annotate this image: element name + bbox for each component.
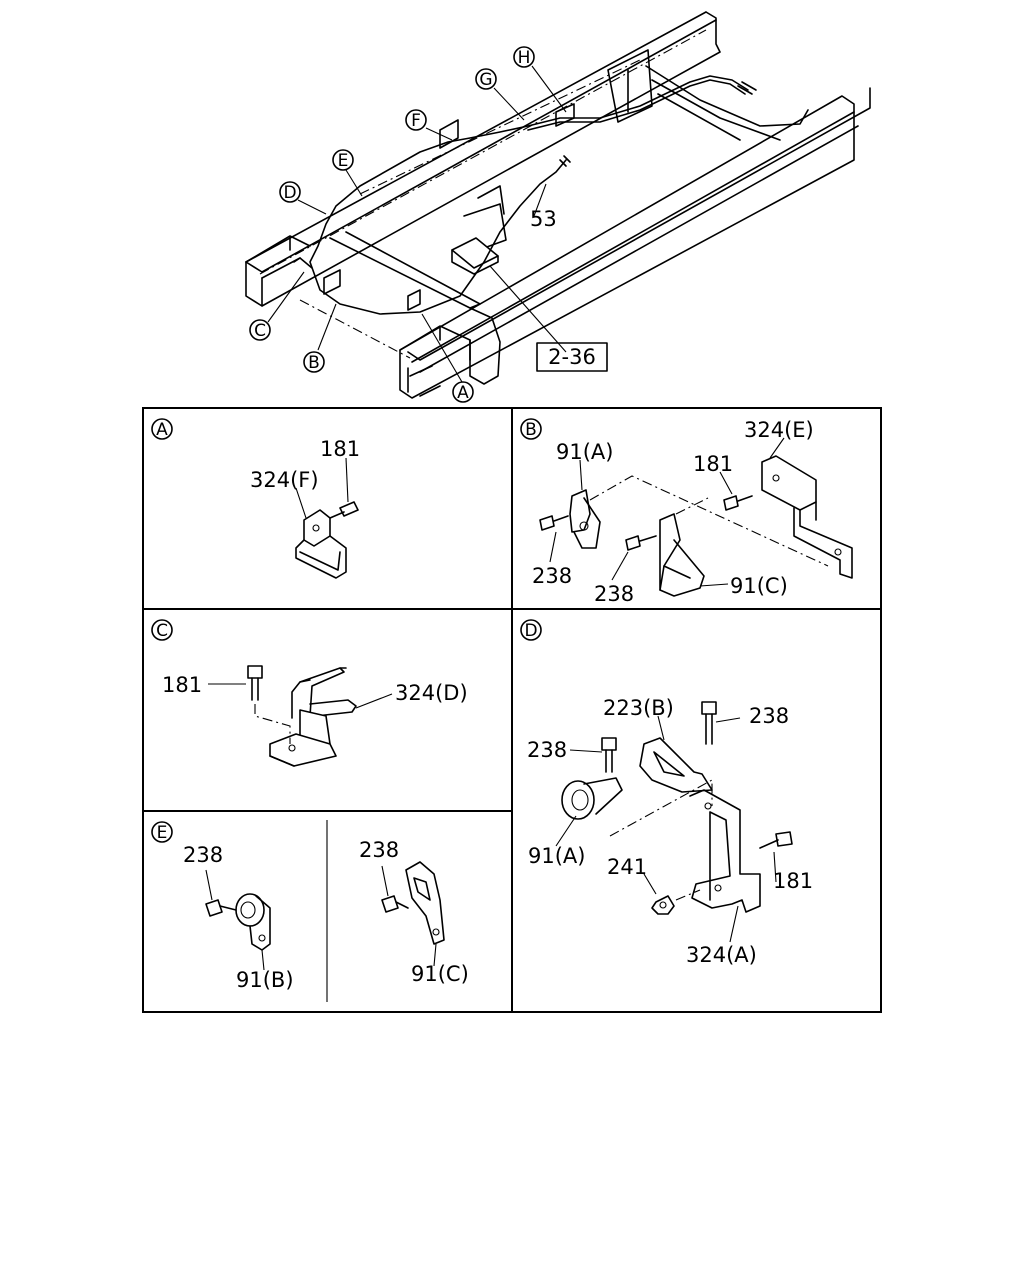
detail-c-label-2: 324(D): [395, 681, 468, 705]
detail-d-clamp-91a: [561, 777, 623, 820]
detail-b-label-2: 91(A): [556, 440, 613, 464]
detail-a-bolt-181: [329, 501, 359, 519]
detail-e-clamp-91b: [235, 893, 271, 951]
detail-d-clamp-223b: [639, 737, 713, 793]
callout-h: H: [513, 46, 535, 68]
detail-c-bolt-181: [247, 665, 263, 701]
detail-b-letter: B: [525, 420, 537, 440]
detail-a: A 181 324(F): [151, 418, 360, 579]
detail-c-letter: C: [156, 621, 168, 641]
callout-e-letter: E: [338, 151, 349, 171]
cable-part-number: 53: [530, 207, 557, 231]
detail-d-label-7: 324(A): [686, 943, 757, 967]
detail-b-label-1: 324(E): [744, 418, 814, 442]
callout-a: A: [452, 381, 474, 403]
detail-a-label-2: 324(F): [250, 468, 319, 492]
callout-c: C: [249, 319, 271, 341]
overview-callouts: H G F E D C B A: [249, 46, 535, 403]
detail-d-label-6: 181: [773, 869, 813, 893]
detail-d-bolts: [601, 701, 793, 915]
overview-leader-lines: [267, 65, 567, 383]
callout-f: F: [405, 109, 427, 131]
detail-e-label-1: 238: [183, 843, 223, 867]
callout-h-letter: H: [518, 48, 531, 68]
detail-e-label-2: 91(B): [236, 968, 294, 992]
detail-e-bolt-238-left: [205, 899, 237, 917]
callout-c-letter: C: [254, 321, 266, 341]
detail-b-bracket-324e: [761, 455, 853, 579]
callout-b-letter: B: [308, 353, 320, 373]
parking-brake-cable: [293, 75, 757, 315]
detail-d: D: [520, 619, 813, 967]
callout-e: E: [332, 149, 354, 171]
callout-g-letter: G: [479, 70, 492, 90]
detail-b-label-4: 238: [532, 564, 572, 588]
detail-e-bolt-238-right: [381, 895, 409, 913]
detail-e-label-3: 238: [359, 838, 399, 862]
detail-d-label-5: 241: [607, 855, 647, 879]
detail-b-label-3: 181: [693, 452, 733, 476]
detail-b: B: [520, 418, 853, 606]
detail-b-label-6: 91(C): [730, 574, 788, 598]
callout-b: B: [303, 351, 325, 373]
detail-b-clamp-91c: [659, 513, 705, 597]
detail-d-letter: D: [524, 621, 537, 641]
callout-d-letter: D: [283, 183, 296, 203]
detail-a-letter: A: [156, 420, 168, 440]
detail-c: C 181 324(D): [151, 619, 468, 767]
detail-c-label-1: 181: [162, 673, 202, 697]
callout-a-letter: A: [457, 383, 469, 403]
detail-b-bolts: [539, 495, 753, 551]
detail-e: E 238 91(B) 238 91(C): [151, 821, 469, 992]
detail-d-label-4: 91(A): [528, 844, 585, 868]
detail-d-label-3: 238: [527, 738, 567, 762]
reference-box-label: 2-36: [548, 345, 596, 369]
detail-c-clip-324d: [269, 667, 357, 767]
callout-d: D: [279, 181, 301, 203]
callout-f-letter: F: [411, 111, 421, 131]
detail-a-label-1: 181: [320, 437, 360, 461]
detail-b-label-5: 238: [594, 582, 634, 606]
callout-g: G: [475, 68, 497, 90]
detail-b-clamp-91a: [569, 489, 601, 549]
detail-e-letter: E: [157, 823, 168, 843]
detail-a-clip-324f: [295, 509, 347, 579]
detail-d-bracket-324a: [689, 789, 761, 913]
detail-e-label-4: 91(C): [411, 962, 469, 986]
chassis-frame-overview: [245, 11, 871, 399]
detail-d-label-2: 238: [749, 704, 789, 728]
detail-grid: [142, 407, 882, 1013]
detail-d-label-1: 223(B): [603, 696, 674, 720]
detail-e-clamp-91c: [405, 861, 445, 945]
reference-box: 2-36: [536, 342, 608, 372]
